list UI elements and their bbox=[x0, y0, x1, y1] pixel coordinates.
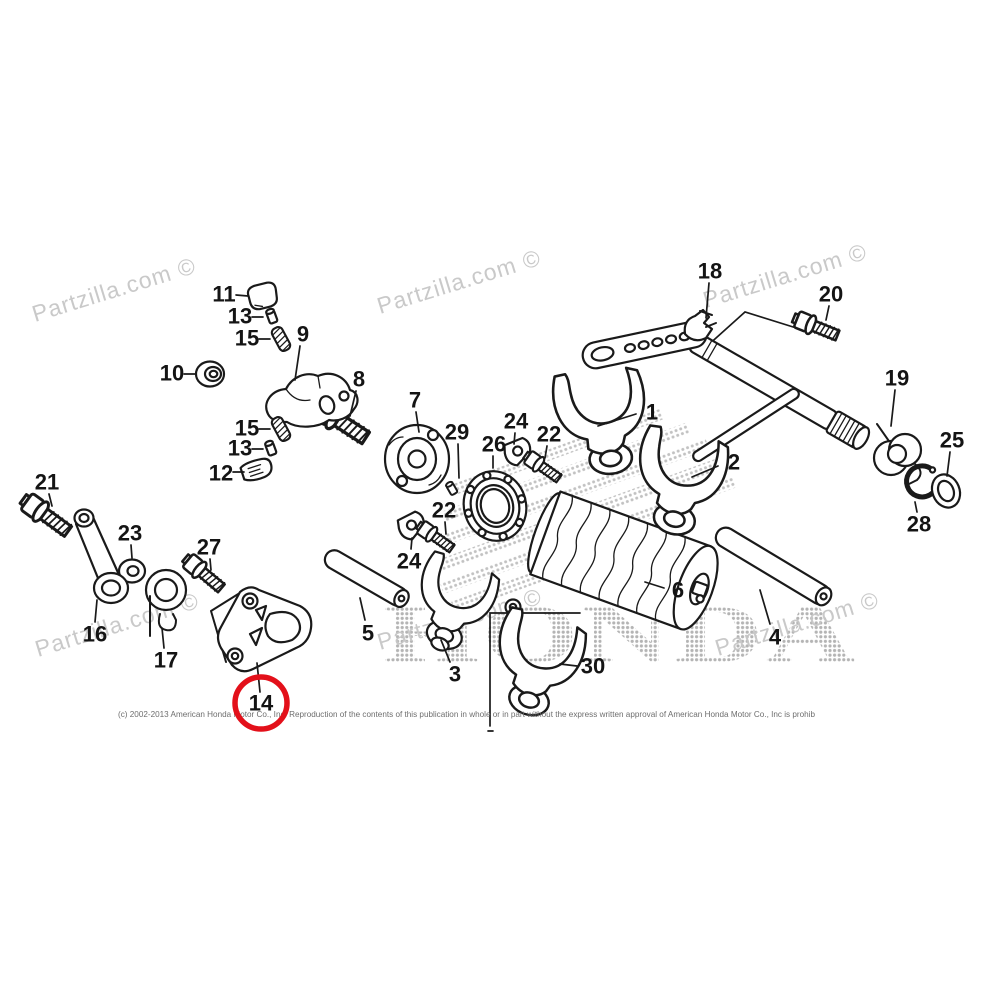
label-9: 9 bbox=[297, 322, 309, 347]
label-24-lower: 24 bbox=[397, 549, 422, 574]
part-4-fork-shaft bbox=[714, 526, 833, 607]
highlight-circle-part-14 bbox=[232, 674, 290, 732]
part-13-pin-upper bbox=[264, 306, 279, 326]
part-19-return-spring bbox=[872, 423, 923, 485]
label-21: 21 bbox=[35, 470, 59, 495]
part-13-pin-lower bbox=[263, 438, 278, 458]
part-12-cap bbox=[239, 457, 273, 482]
label-6: 6 bbox=[672, 578, 684, 603]
label-27: 27 bbox=[197, 535, 221, 560]
label-7: 7 bbox=[409, 388, 421, 413]
label-10: 10 bbox=[160, 361, 184, 386]
watermark-top-right: Partzilla.com © bbox=[700, 238, 870, 313]
watermark-top-middle: Partzilla.com © bbox=[374, 244, 544, 319]
part-20-bolt bbox=[788, 307, 843, 346]
assembly-line-bolt20 bbox=[705, 311, 807, 348]
label-4: 4 bbox=[769, 625, 782, 650]
label-5: 5 bbox=[362, 621, 374, 646]
assembly-line-bottom bbox=[487, 612, 581, 732]
part-10-grommet bbox=[194, 360, 226, 388]
label-1: 1 bbox=[646, 400, 658, 425]
label-30: 30 bbox=[581, 654, 605, 679]
label-20: 20 bbox=[819, 282, 843, 307]
label-11: 11 bbox=[212, 282, 235, 307]
label-26: 26 bbox=[482, 432, 506, 457]
part-29-pin bbox=[444, 479, 459, 497]
watermark-top-left: Partzilla.com © bbox=[29, 252, 199, 327]
label-12: 12 bbox=[209, 461, 233, 486]
part-21-pivot-bolt bbox=[15, 488, 77, 543]
label-17: 17 bbox=[154, 648, 178, 673]
part-1-shift-fork bbox=[549, 365, 653, 481]
label-19: 19 bbox=[885, 366, 909, 391]
label-23: 23 bbox=[118, 521, 142, 546]
label-18: 18 bbox=[698, 259, 722, 284]
part-5-fork-shaft bbox=[323, 549, 410, 609]
label-15-lower: 15 bbox=[235, 416, 259, 441]
part-23-washer bbox=[117, 558, 147, 584]
part-15-spring-upper bbox=[269, 324, 293, 354]
label-22-upper: 22 bbox=[537, 422, 561, 447]
label-13-lower: 13 bbox=[228, 436, 252, 461]
part-17-lever-spring bbox=[144, 568, 188, 637]
label-2: 2 bbox=[728, 450, 740, 475]
label-28: 28 bbox=[907, 512, 931, 537]
label-14-highlighted: 14 bbox=[249, 691, 274, 716]
part-16-stopper-lever bbox=[73, 508, 130, 605]
part-14-bracket bbox=[210, 586, 313, 673]
label-25: 25 bbox=[940, 428, 964, 453]
label-8: 8 bbox=[353, 367, 365, 392]
label-16: 16 bbox=[83, 622, 107, 647]
part-26-bearing bbox=[462, 470, 528, 542]
part-18-gearshift-spindle bbox=[581, 308, 871, 450]
part-25-washer bbox=[930, 473, 962, 509]
label-15-upper: 15 bbox=[235, 326, 259, 351]
part-2-shift-fork bbox=[621, 387, 800, 545]
part-6-gearshift-drum bbox=[527, 490, 719, 631]
part-number-labels: 1 2 3 4 5 6 7 8 9 10 11 12 13 13 15 15 1… bbox=[35, 259, 964, 687]
label-22-lower: 22 bbox=[432, 498, 456, 523]
copyright-text: (c) 2002-2013 American Honda Motor Co., … bbox=[118, 709, 815, 719]
label-13-upper: 13 bbox=[228, 304, 252, 329]
label-29: 29 bbox=[445, 420, 469, 445]
label-3: 3 bbox=[449, 662, 461, 687]
parts-drawings bbox=[15, 281, 962, 727]
label-24-upper: 24 bbox=[504, 409, 529, 434]
part-11-cap bbox=[246, 281, 278, 311]
part-9-stopper-arm bbox=[265, 372, 359, 428]
part-7-drum-center bbox=[383, 423, 451, 495]
leader-lines bbox=[48, 282, 951, 693]
